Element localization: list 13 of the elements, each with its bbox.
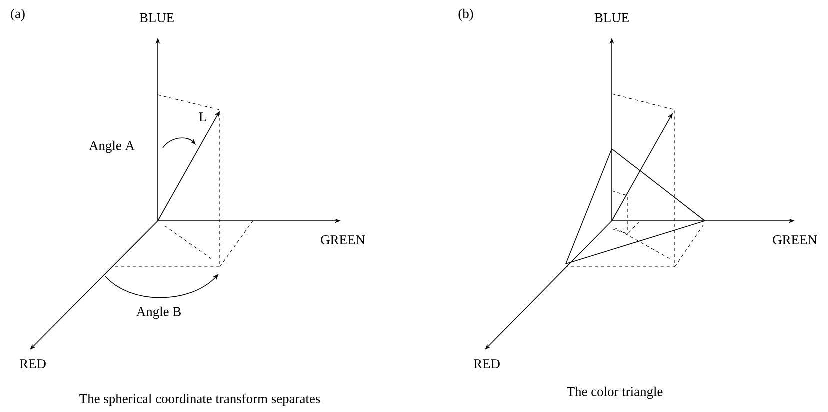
caption: The color triangle [567,386,663,400]
angle-label: Angle B [136,306,181,320]
axis-label: RED [474,360,500,368]
vector-label: L [199,112,206,122]
axis-label: BLUE [594,14,629,22]
axis-label: GREEN [321,235,366,245]
axis-label: BLUE [140,14,174,22]
panel-label: (a) [11,8,25,22]
axis-label: GREEN [773,235,818,245]
caption: The spherical coordinate transform separates [80,394,320,406]
axis-label: RED [20,360,46,368]
angle-label: Angle A [89,140,135,154]
panel-label: (b) [458,8,474,22]
